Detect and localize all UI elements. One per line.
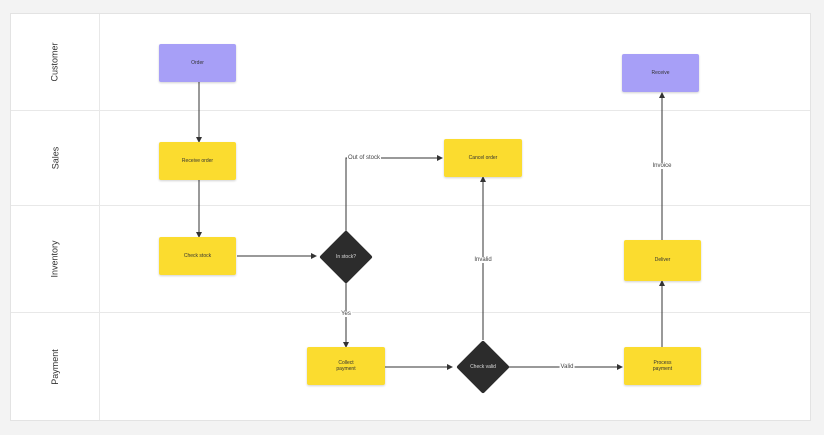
- node-label: In stock?: [335, 253, 356, 260]
- node-label: Deliver: [654, 257, 671, 264]
- node-cancel-order[interactable]: Cancel order: [444, 139, 522, 177]
- edge-label-invalid: Invalid: [473, 257, 493, 263]
- node-label: Process payment: [652, 359, 673, 373]
- node-label: Cancel order: [468, 154, 498, 161]
- lane-divider: [11, 110, 810, 111]
- edge-label-valid: Valid: [559, 364, 575, 370]
- node-label: Receive: [651, 69, 670, 76]
- node-order[interactable]: Order: [159, 44, 236, 82]
- node-in-stock-decision[interactable]: In stock?: [316, 230, 376, 284]
- edge-label-invoice: Invoice: [651, 163, 673, 169]
- edge-label-out-of-stock: Out of stock: [346, 155, 382, 161]
- node-collect-payment[interactable]: Collect payment: [307, 347, 385, 385]
- edge-label-yes: Yes: [340, 311, 352, 317]
- node-receive[interactable]: Receive: [622, 54, 699, 92]
- node-label: Check valid: [470, 363, 496, 370]
- node-check-stock[interactable]: Check stock: [159, 237, 236, 275]
- node-label: Collect payment: [336, 359, 356, 373]
- node-receive-order[interactable]: Receive order: [159, 142, 236, 180]
- node-label: Check stock: [183, 252, 212, 259]
- node-label: Order: [191, 59, 204, 66]
- swimlane-diagram: Customer Sales Inventory Payment Out of …: [10, 13, 811, 421]
- lane-divider: [11, 312, 810, 313]
- lane-label-column-divider: [99, 14, 100, 420]
- node-deliver[interactable]: Deliver: [624, 240, 701, 281]
- node-label: Receive order: [181, 157, 214, 164]
- lane-divider: [11, 205, 810, 206]
- edge-in-stock-to-cancel-order: [345, 155, 443, 231]
- node-process-payment[interactable]: Process payment: [624, 347, 701, 385]
- node-check-valid-decision[interactable]: Check valid: [454, 340, 512, 394]
